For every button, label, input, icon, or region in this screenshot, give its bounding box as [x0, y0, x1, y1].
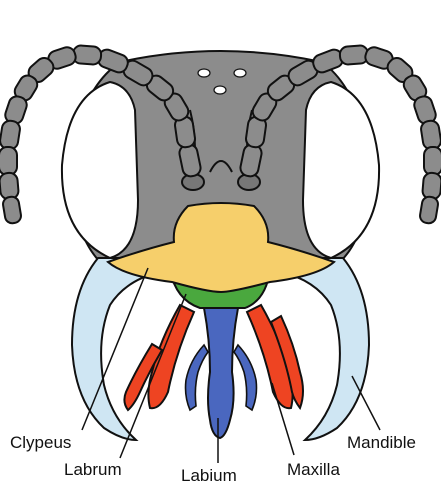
labium	[204, 308, 238, 438]
left-mandible	[72, 258, 160, 440]
right-antenna-segment	[420, 120, 441, 151]
right-antenna-segment	[419, 196, 439, 225]
right-antenna-segment	[339, 45, 368, 65]
labrum-leader-line	[120, 294, 186, 458]
label-clypeus: Clypeus	[10, 433, 71, 452]
right-antenna-segment	[424, 147, 441, 175]
right-compound-eye	[303, 82, 379, 258]
ocellus-top	[198, 69, 210, 77]
left-compound-eye	[62, 82, 138, 258]
left-antenna-segment	[0, 172, 19, 199]
ocellus-right	[214, 86, 226, 94]
ocellus-left	[234, 69, 246, 77]
right-antenna-segment	[422, 172, 441, 199]
left-antenna-segment	[72, 45, 101, 65]
left-antenna-segment	[0, 147, 17, 175]
left-antenna-segment	[0, 120, 21, 151]
label-labium: Labium	[181, 466, 237, 485]
label-labrum: Labrum	[64, 460, 122, 479]
label-maxilla: Maxilla	[287, 460, 340, 479]
label-mandible: Mandible	[347, 433, 416, 452]
left-antenna-segment	[2, 196, 22, 225]
